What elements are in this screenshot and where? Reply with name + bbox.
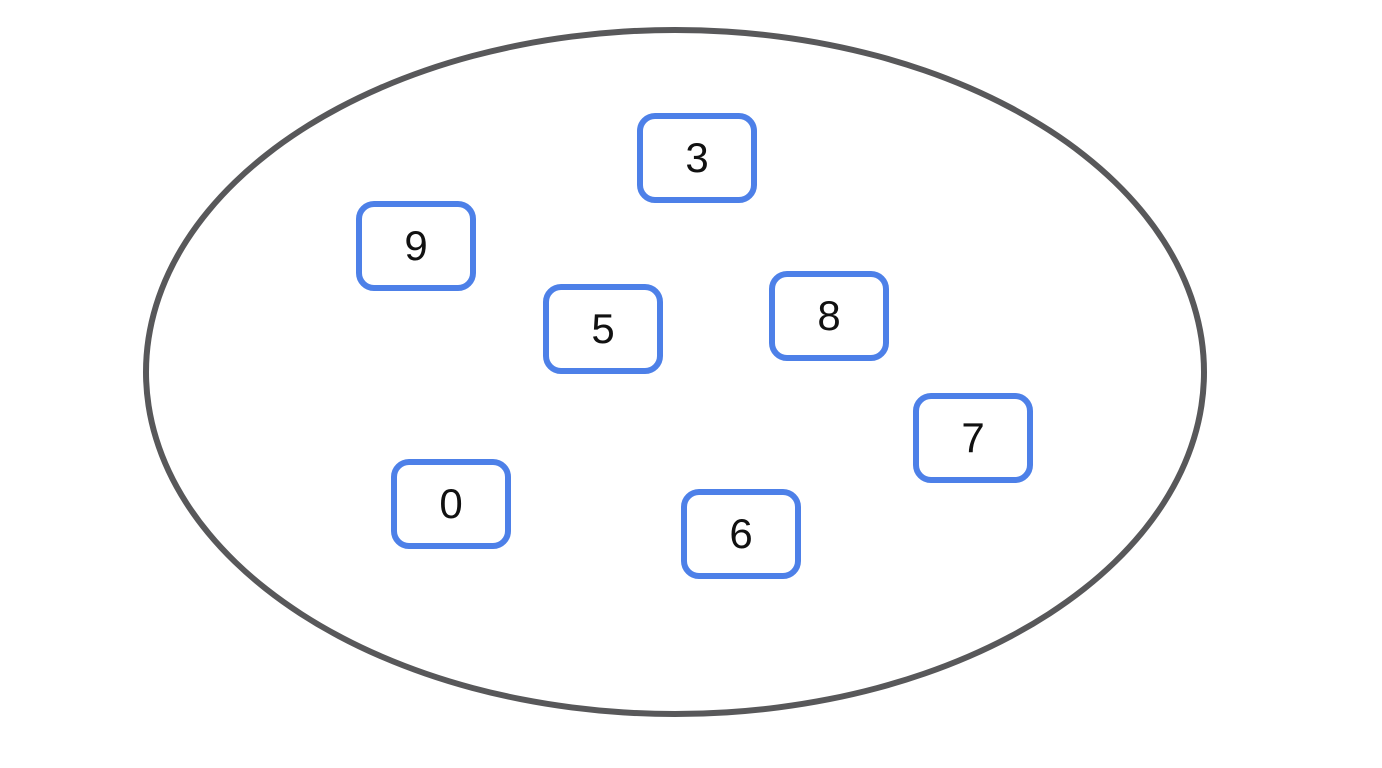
number-card-label: 3 bbox=[685, 134, 709, 181]
number-card-label: 7 bbox=[961, 414, 985, 461]
number-card-7[interactable]: 7 bbox=[913, 393, 1033, 483]
number-card-0[interactable]: 0 bbox=[391, 459, 511, 549]
number-card-label: 6 bbox=[729, 510, 753, 557]
number-card-label: 9 bbox=[404, 222, 428, 269]
set-boundary-ellipse bbox=[143, 27, 1207, 717]
number-card-9[interactable]: 9 bbox=[356, 201, 476, 291]
number-card-5[interactable]: 5 bbox=[543, 284, 663, 374]
number-card-3[interactable]: 3 bbox=[637, 113, 757, 203]
number-card-label: 0 bbox=[439, 480, 463, 527]
number-card-label: 5 bbox=[591, 305, 615, 352]
number-card-8[interactable]: 8 bbox=[769, 271, 889, 361]
number-card-6[interactable]: 6 bbox=[681, 489, 801, 579]
number-card-label: 8 bbox=[817, 292, 841, 339]
